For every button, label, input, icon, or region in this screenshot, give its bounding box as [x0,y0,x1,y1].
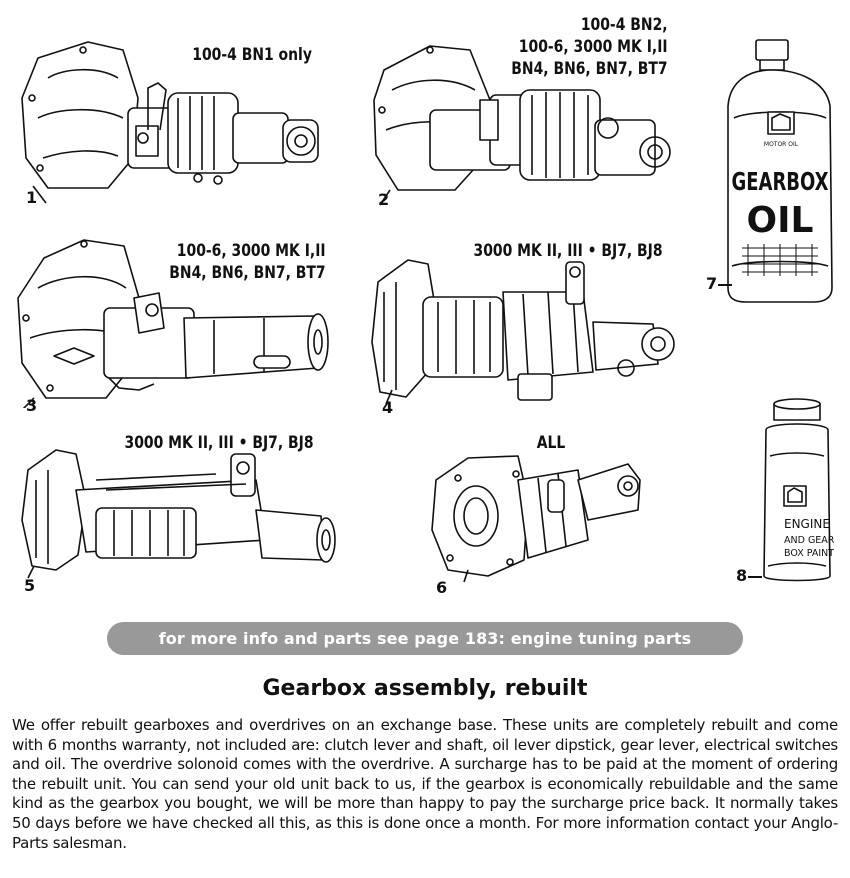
product-2-caption-line: 100-4 BN2, [581,15,668,35]
product-4-caption-line: 3000 MK II, III • BJ7, BJ8 [473,241,663,261]
product-5-caption-line: 3000 MK II, III • BJ7, BJ8 [124,433,314,453]
gearbox-illustration-4 [371,259,675,405]
product-3-caption-line: BN4, BN6, BN7, BT7 [169,263,326,283]
product-6-number: 6 [436,578,448,597]
product-1-caption-line: 100-4 BN1 only [192,45,312,65]
product-2-caption: 100-4 BN2, 100-6, 3000 MK I,II BN4, BN6,… [512,14,668,80]
gearbox-illustration-3 [17,239,329,408]
product-3-caption-line: 100-6, 3000 MK I,II [177,241,326,261]
description-text: We offer rebuilt gearboxes and overdrive… [12,716,838,852]
product-2-caption-line: BN4, BN6, BN7, BT7 [511,59,668,79]
paint-can-label-line: BOX PAINT [784,548,834,559]
product-1-caption: 100-4 BN1 only [192,44,312,66]
product-3-number: 3 [26,396,38,415]
product-7-number: 7 [706,274,718,293]
product-8-leader-line [748,576,762,578]
product-1-number: 1 [26,188,38,207]
product-4-number: 4 [382,398,394,417]
product-6-caption-line: ALL [536,433,566,453]
engine-paint-spray-can: ENGINE AND GEAR BOX PAINT [763,398,834,582]
product-5-caption: 3000 MK II, III • BJ7, BJ8 [125,432,314,454]
paint-can-label-line: ENGINE [784,517,830,531]
product-3-caption: 100-6, 3000 MK I,II BN4, BN6, BN7, BT7 [170,240,326,284]
product-8-number: 8 [736,566,748,585]
section-title: Gearbox assembly, rebuilt [262,676,588,701]
product-4-caption: 3000 MK II, III • BJ7, BJ8 [474,240,663,262]
gearbox-illustration-6 [431,455,641,583]
gearbox-oil-can [727,39,833,303]
gearbox-oil-can-label: MOTOR OIL GEARBOX OIL [731,141,829,276]
gearbox-illustration-2 [373,45,671,206]
product-6-caption: ALL [526,432,575,454]
oil-can-label-line: OIL [747,200,814,241]
paint-can-label-line: AND GEAR [784,535,834,546]
product-2-caption-line: 100-6, 3000 MK I,II [519,37,668,57]
product-5-number: 5 [24,576,36,595]
oil-can-label-line: GEARBOX [731,168,828,197]
product-2-number: 2 [378,190,390,209]
product-7-leader-line [718,284,732,286]
gearbox-illustration-1 [21,41,319,204]
more-info-banner: for more info and parts see page 183: en… [107,622,743,655]
gearbox-illustration-5 [21,449,336,579]
oil-can-brand: MOTOR OIL [764,141,799,148]
